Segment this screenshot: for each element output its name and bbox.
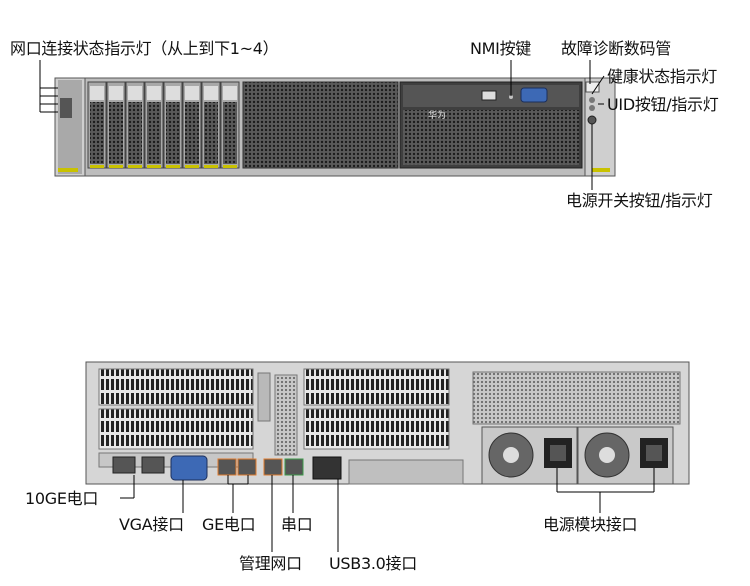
label-10ge-port: 10GE电口 — [25, 489, 99, 508]
drive-bay — [220, 81, 240, 169]
rear-serial-port — [284, 458, 304, 476]
drive-bay — [106, 81, 126, 169]
drive-bays — [87, 81, 240, 169]
rear-rj45-port-1 — [112, 456, 136, 474]
label-mgmt-port: 管理网口 — [239, 554, 302, 573]
drive-bay — [87, 81, 107, 169]
label-psu-port: 电源模块接口 — [543, 515, 638, 534]
label-serial-port: 串口 — [281, 515, 313, 534]
rear-vga-connector — [170, 455, 208, 481]
power-supply-units — [481, 426, 674, 485]
label-health-led: 健康状态指示灯 — [607, 67, 717, 86]
power-button-icon — [587, 115, 597, 125]
label-vga-port: VGA接口 — [119, 515, 184, 534]
label-network-leds: 网口连接状态指示灯（从上到下1~4） — [10, 39, 279, 58]
front-vga-port — [520, 87, 548, 103]
rear-mgmt-port — [263, 458, 283, 476]
label-nmi-button: NMI按键 — [470, 39, 531, 58]
front-right-panel — [585, 81, 600, 125]
svg-text:华为: 华为 — [428, 109, 446, 121]
rear-usb-ports — [312, 456, 342, 480]
label-ge-port: GE电口 — [202, 515, 256, 534]
front-io-panel: 华为 — [399, 81, 583, 169]
drive-bay — [201, 81, 221, 169]
nmi-button-hole — [509, 95, 513, 99]
label-uid-button: UID按钮/指示灯 — [607, 95, 719, 114]
rear-ge-port-2 — [237, 458, 257, 476]
drive-bay — [125, 81, 145, 169]
label-usb-port: USB3.0接口 — [329, 554, 417, 573]
rear-ge-port-1 — [217, 458, 237, 476]
label-power-button: 电源开关按钮/指示灯 — [566, 191, 713, 210]
rear-rj45-port-2 — [141, 456, 165, 474]
drive-bay — [144, 81, 164, 169]
rear-callout-lines — [120, 468, 655, 552]
drive-bay — [182, 81, 202, 169]
rear-ports — [112, 455, 342, 481]
front-usb-port — [481, 90, 497, 101]
front-callout-lines — [39, 60, 605, 190]
front-vent-grille — [242, 81, 399, 169]
label-fault-display: 故障诊断数码管 — [561, 39, 671, 58]
drive-bay — [163, 81, 183, 169]
